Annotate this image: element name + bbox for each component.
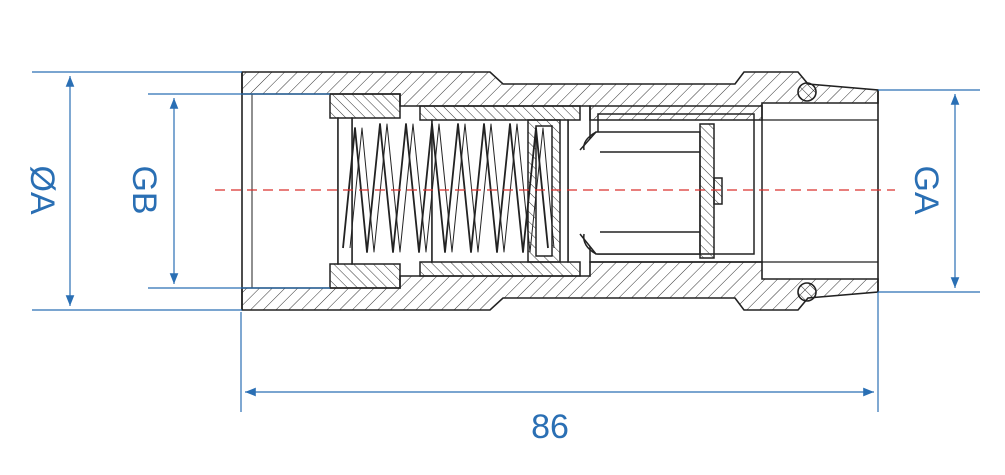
label-outer-thread: GA — [907, 165, 945, 214]
label-overall-length: 86 — [531, 408, 569, 446]
dimension-lines — [32, 71, 980, 412]
label-outer-diameter: ØA — [23, 165, 61, 214]
o-rings — [797, 82, 817, 302]
spring-seat — [329, 93, 401, 289]
o-ring-bottom — [797, 282, 817, 302]
label-inner-thread: GB — [125, 165, 163, 214]
o-ring-top — [797, 82, 817, 102]
coil-spring — [342, 123, 555, 253]
outlet-bore — [762, 90, 879, 292]
poppet — [579, 105, 763, 263]
